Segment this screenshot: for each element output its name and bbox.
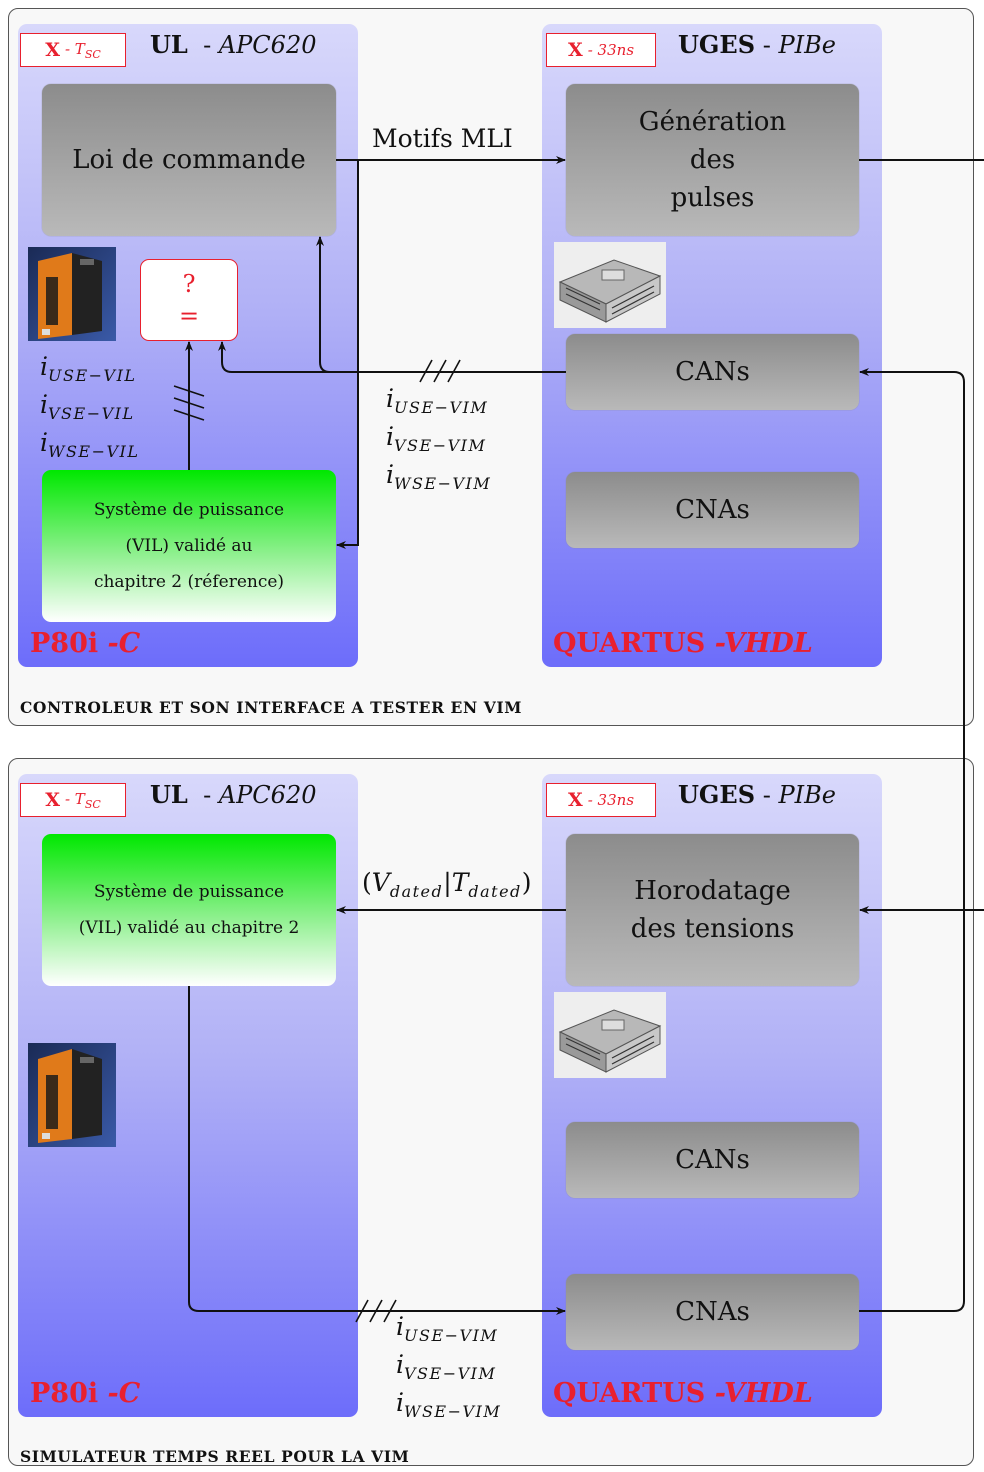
top-power-system-block: Système de puissance (VIL) validé au cha… — [42, 470, 336, 622]
pibe-board-icon — [554, 242, 666, 328]
bottom-vim-current-u: iUSE−VIM — [396, 1312, 499, 1345]
top-cnas-block: CNAs — [566, 472, 859, 548]
bottom-panel-caption: SIMULATEUR TEMPS REEL POUR LA VIM — [20, 1447, 410, 1466]
top-uges-time-tag: X- 33ns — [546, 33, 656, 67]
bottom-uges-time-tag: X- 33ns — [546, 783, 656, 817]
bottom-ul-time-tag: X- TSC — [20, 783, 126, 817]
bottom-ul-footer: P80i -C — [30, 1378, 141, 1409]
top-uges-title: UGES - PIBe — [678, 30, 836, 59]
pwm-patterns-label: Motifs MLI — [372, 124, 513, 153]
top-panel-caption: CONTROLEUR ET SON INTERFACE A TESTER EN … — [20, 698, 522, 717]
top-vim-current-v: iVSE−VIM — [386, 422, 487, 455]
top-uges-footer: QUARTUS -VHDL — [553, 628, 813, 659]
bottom-uges-title: UGES - PIBe — [678, 780, 836, 809]
vil-current-v: iVSE−VIL — [40, 390, 135, 423]
top-ul-time-tag: X- TSC — [20, 33, 126, 67]
comparator-box: ? = — [140, 259, 238, 341]
bottom-cnas-block: CNAs — [566, 1274, 859, 1350]
top-ul-title: UL - APC620 — [150, 30, 317, 59]
top-vim-current-w: iWSE−VIM — [386, 460, 492, 493]
bottom-vim-current-w: iWSE−VIM — [396, 1388, 502, 1421]
vil-current-w: iWSE−VIL — [40, 428, 140, 461]
timestamping-block: Horodatage des tensions — [566, 834, 859, 986]
pibe-board-icon — [554, 992, 666, 1078]
bottom-cans-block: CANs — [566, 1122, 859, 1198]
bottom-uges-footer: QUARTUS -VHDL — [553, 1378, 813, 1409]
apc620-device-icon — [28, 1043, 116, 1147]
apc620-device-icon — [28, 247, 116, 341]
bottom-ul-title: UL - APC620 — [150, 780, 317, 809]
top-vim-current-u: iUSE−VIM — [386, 384, 489, 417]
bottom-power-system-block: Système de puissance (VIL) validé au cha… — [42, 834, 336, 986]
pulse-generation-block: Génération des pulses — [566, 84, 859, 236]
top-ul-footer: P80i -C — [30, 628, 141, 659]
dated-voltage-label: (Vdated|Tdated) — [362, 868, 532, 901]
control-law-block: Loi de commande — [42, 84, 336, 236]
vil-current-u: iUSE−VIL — [40, 352, 137, 385]
top-cans-block: CANs — [566, 334, 859, 410]
bottom-vim-current-v: iVSE−VIM — [396, 1350, 497, 1383]
